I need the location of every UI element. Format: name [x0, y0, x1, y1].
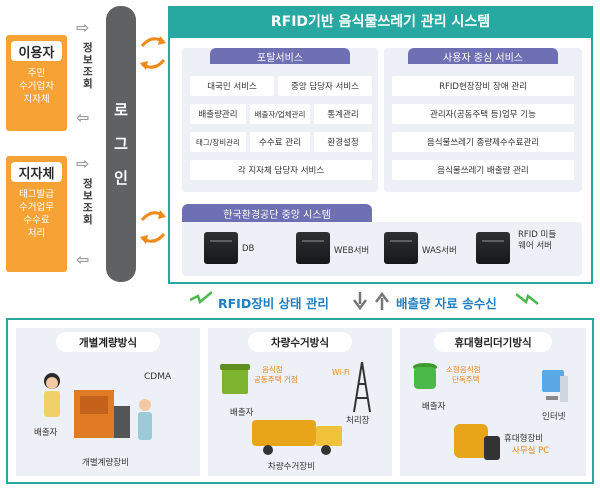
portal-panel: 포탈서비스 대국민 서비스 중앙 담당자 서비스 배출량관리 배출자/업체관리 … [182, 48, 378, 192]
emitter-label: 배출자 [34, 428, 58, 438]
central-system-panel: DB WEB서버 WAS서버 RFID 미들웨어 서버 [182, 222, 582, 276]
collection-methods-frame: 개별계량방식 CDMA 배출자 개별계량장비 차량수거방식 음식점 공동주택 거… [6, 318, 594, 484]
restaurant-label: 음식점 [262, 365, 283, 374]
municipality-box: 지자체 태그발급 수거업무 수수료 처리 [6, 156, 67, 272]
user-box-title: 이용자 [11, 41, 62, 61]
user-service-item: 음식물쓰레기 배출량 관리 [392, 160, 574, 180]
info-label-top: 정보조회 [83, 42, 93, 90]
plant-label: 처리장 [346, 416, 370, 426]
user-service-item: 관리자(공동주택 등)업무 기능 [392, 104, 574, 124]
user-line: 주민 [27, 68, 46, 79]
server-label: WAS서버 [422, 246, 457, 256]
banner-data-transfer: 배출량 자료 송수신 [396, 296, 497, 311]
middleware-server-icon [476, 232, 510, 264]
lightning-icon [189, 290, 213, 312]
info-label-bottom: 정보조회 [83, 178, 93, 226]
portal-cell: 수수료 관리 [250, 132, 310, 152]
method-panel-individual: 개별계량방식 CDMA 배출자 개별계량장비 [16, 328, 200, 476]
lightning-icon [515, 290, 539, 312]
person-icon [134, 398, 156, 442]
food-bin-icon [412, 362, 438, 390]
user-service-item: 음식물쓰레기 종량제수수료관리 [392, 132, 574, 152]
user-service-title: 사용자 중심 서비스 [408, 48, 558, 64]
weighing-machine-icon [72, 380, 132, 440]
tower-icon [352, 361, 372, 413]
user-box-lines: 주민 수거업자 지자체 [6, 67, 67, 106]
method-panel-handheld: 휴대형리더기방식 소형음식점 단독주택 배출자 인터넷 휴대형장비 사무실 PC [400, 328, 586, 476]
arrow-right-icon: ⇨ [76, 154, 90, 173]
user-service-item: RFID현장장비 장애 관리 [392, 76, 574, 96]
arrow-right-icon: ⇨ [76, 18, 90, 37]
sync-arrows-icon [138, 206, 168, 246]
municipality-line: 수거업무 [19, 202, 54, 213]
was-server-icon [384, 232, 418, 264]
login-label: 로그인 [114, 101, 128, 187]
internet-label: 인터넷 [542, 412, 566, 422]
arrow-left-icon: ⇦ [76, 250, 90, 269]
house-label: 단독주택 [452, 375, 480, 384]
portal-cell: 통계관리 [314, 104, 372, 124]
wifi-label: Wi-Fi [332, 368, 350, 377]
system-title-bar: RFID기반 음식물쓰레기 관리 시스템 [168, 6, 593, 36]
double-arrow-icon [350, 290, 394, 316]
municipality-box-title: 지자체 [11, 162, 62, 182]
truck-icon [250, 414, 346, 456]
cdma-label: CDMA [144, 372, 172, 382]
portal-title: 포탈서비스 [210, 48, 350, 64]
municipality-box-lines: 태그발급 수거업무 수수료 처리 [6, 188, 67, 240]
server-label: WEB서버 [334, 246, 370, 256]
vehicle-equipment-label: 차량수거장비 [268, 462, 315, 472]
municipality-line: 수수료 [23, 215, 50, 226]
banner-device-status: RFID장비 상태 관리 [218, 296, 329, 311]
user-line: 지자체 [23, 94, 50, 105]
emitter-label: 배출자 [422, 402, 446, 412]
method-title: 개별계량방식 [56, 332, 160, 352]
method-title: 차량수거방식 [248, 332, 352, 352]
apartment-label: 공동주택 거점 [254, 375, 298, 384]
office-pc-label: 사무실 PC [512, 446, 550, 456]
equipment-label: 개별계량장비 [82, 458, 129, 468]
central-system-title: 한국환경공단 중앙 시스템 [182, 204, 372, 222]
municipality-line: 처리 [27, 228, 46, 239]
emitter-label: 배출자 [230, 408, 254, 418]
sync-arrows-icon [138, 32, 168, 72]
user-service-panel: 사용자 중심 서비스 RFID현장장비 장애 관리 관리자(공동주택 등)업무 … [384, 48, 582, 192]
small-restaurant-label: 소형음식점 [446, 365, 481, 374]
handheld-reader-icon [452, 422, 504, 462]
person-icon [38, 372, 66, 418]
portal-cell: 배출자/업체관리 [250, 104, 310, 124]
portal-cell: 태그/장비관리 [190, 132, 246, 152]
pc-icon [540, 368, 570, 404]
portal-cell: 각 지자체 담당자 서비스 [190, 160, 372, 180]
user-line: 수거업자 [19, 81, 54, 92]
portal-cell: 배출량관리 [190, 104, 246, 124]
food-bin-icon [220, 362, 250, 396]
user-box: 이용자 주민 수거업자 지자체 [6, 35, 67, 131]
login-pillar: 로그인 [106, 6, 136, 282]
portal-cell: 대국민 서비스 [190, 76, 274, 96]
method-title: 휴대형리더기방식 [434, 332, 552, 352]
method-panel-vehicle: 차량수거방식 음식점 공동주택 거점 Wi-Fi 배출자 처리장 차량수거장비 [208, 328, 392, 476]
portal-cell: 환경설정 [314, 132, 372, 152]
web-server-icon [296, 232, 330, 264]
server-label: DB [242, 244, 255, 254]
db-server-icon [204, 232, 238, 264]
municipality-line: 태그발급 [19, 189, 54, 200]
server-label: RFID 미들웨어 서버 [518, 230, 557, 251]
handheld-label: 휴대형장비 [504, 434, 544, 444]
arrow-left-icon: ⇦ [76, 108, 90, 127]
portal-cell: 중앙 담당자 서비스 [278, 76, 372, 96]
